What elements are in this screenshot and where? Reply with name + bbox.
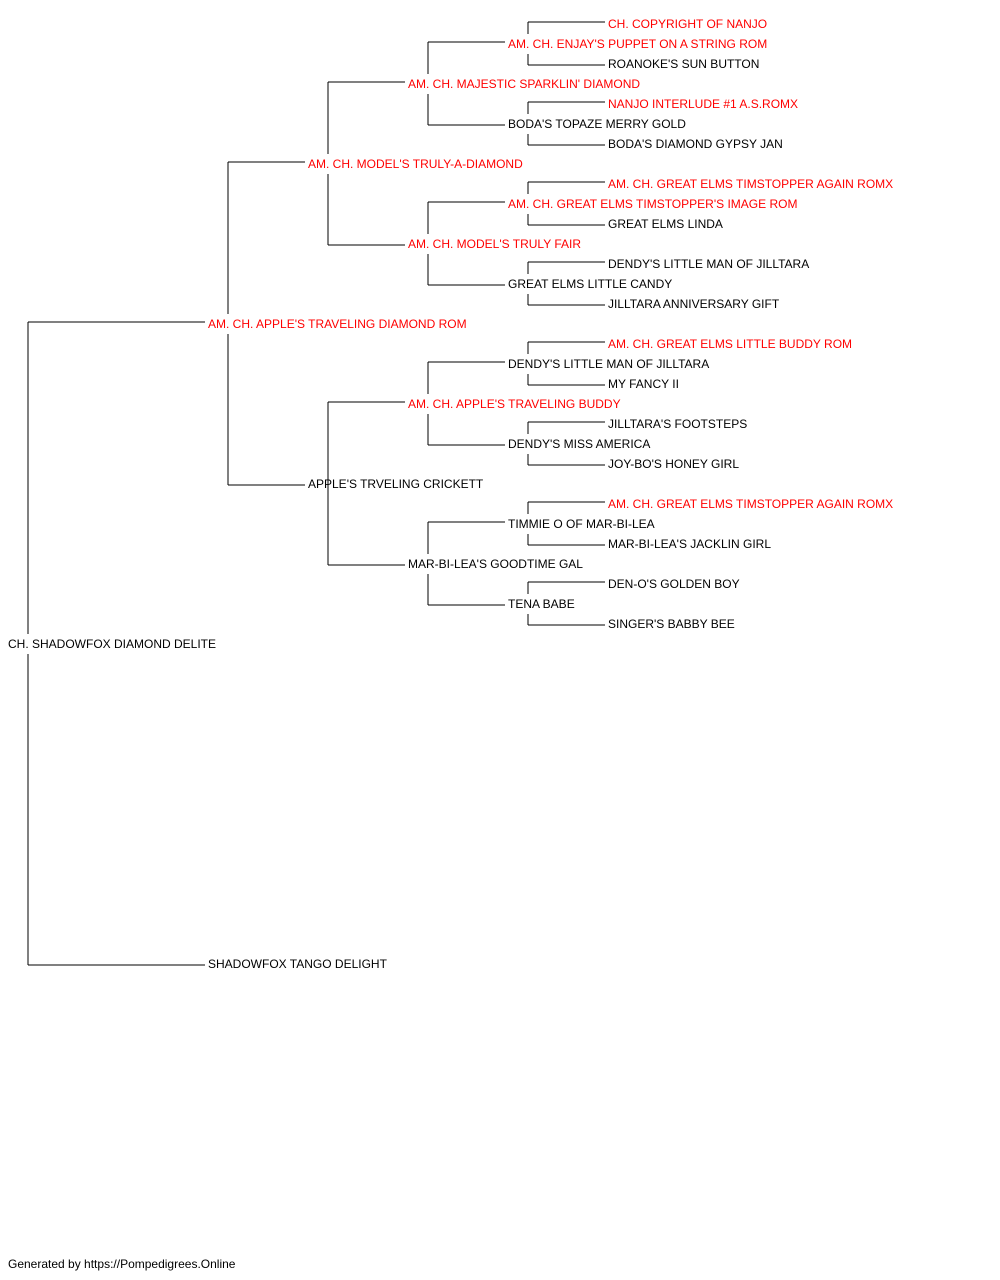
ancestor-name-sdddd[interactable]: SINGER'S BABBY BEE <box>608 617 735 631</box>
ancestor-name-sddd[interactable]: TENA BABE <box>508 597 575 611</box>
sire-sire-name[interactable]: AM. CH. MODEL'S TRULY-A-DIAMOND <box>308 157 523 171</box>
ancestor-name-sdssd[interactable]: MY FANCY II <box>608 377 679 391</box>
ancestor-name-sdds[interactable]: TIMMIE O OF MAR-BI-LEA <box>508 517 655 531</box>
ancestor-name-sssd[interactable]: BODA'S TOPAZE MERRY GOLD <box>508 117 686 131</box>
ancestor-name-ssss[interactable]: AM. CH. ENJAY'S PUPPET ON A STRING ROM <box>508 37 768 51</box>
ancestor-name-sdss[interactable]: DENDY'S LITTLE MAN OF JILLTARA <box>508 357 710 371</box>
ancestor-name-sdsss[interactable]: AM. CH. GREAT ELMS LITTLE BUDDY ROM <box>608 337 853 351</box>
ancestor-name-ssddd[interactable]: JILLTARA ANNIVERSARY GIFT <box>608 297 780 311</box>
ancestor-name-sdsdd[interactable]: JOY-BO'S HONEY GIRL <box>608 457 739 471</box>
ancestor-name-ssdd[interactable]: GREAT ELMS LITTLE CANDY <box>508 277 673 291</box>
ancestor-name-sssss[interactable]: CH. COPYRIGHT OF NANJO <box>608 17 768 31</box>
subject-dog-name[interactable]: CH. SHADOWFOX DIAMOND DELITE <box>8 637 217 651</box>
ancestor-name-ssd[interactable]: AM. CH. MODEL'S TRULY FAIR <box>408 237 581 251</box>
dam-name[interactable]: SHADOWFOX TANGO DELIGHT <box>208 957 387 971</box>
ancestor-name-sdsd[interactable]: DENDY'S MISS AMERICA <box>508 437 651 451</box>
ancestor-name-sss[interactable]: AM. CH. MAJESTIC SPARKLIN' DIAMOND <box>408 77 641 91</box>
ancestor-name-ssssd[interactable]: ROANOKE'S SUN BUTTON <box>608 57 760 71</box>
ancestor-name-ssdds[interactable]: DENDY'S LITTLE MAN OF JILLTARA <box>608 257 810 271</box>
ancestor-name-sssds[interactable]: NANJO INTERLUDE #1 A.S.ROMX <box>608 97 799 111</box>
ancestor-name-ssdss[interactable]: AM. CH. GREAT ELMS TIMSTOPPER AGAIN ROMX <box>608 177 894 191</box>
footer-credit: Generated by https://Pompedigrees.Online <box>8 1257 236 1271</box>
ancestor-name-sds[interactable]: AM. CH. APPLE'S TRAVELING BUDDY <box>408 397 621 411</box>
ancestor-name-sssdd[interactable]: BODA'S DIAMOND GYPSY JAN <box>608 137 783 151</box>
ancestor-name-sdsds[interactable]: JILLTARA'S FOOTSTEPS <box>608 417 748 431</box>
sire-dam-name[interactable]: APPLE'S TRVELING CRICKETT <box>308 477 484 491</box>
sire-name[interactable]: AM. CH. APPLE'S TRAVELING DIAMOND ROM <box>208 317 467 331</box>
ancestor-name-sddss[interactable]: AM. CH. GREAT ELMS TIMSTOPPER AGAIN ROMX <box>608 497 894 511</box>
ancestor-name-ssdsd[interactable]: GREAT ELMS LINDA <box>608 217 723 231</box>
ancestor-name-sdd[interactable]: MAR-BI-LEA'S GOODTIME GAL <box>408 557 583 571</box>
ancestor-name-ssds[interactable]: AM. CH. GREAT ELMS TIMSTOPPER'S IMAGE RO… <box>508 197 798 211</box>
ancestor-name-sddds[interactable]: DEN-O'S GOLDEN BOY <box>608 577 740 591</box>
ancestor-name-sddsd[interactable]: MAR-BI-LEA'S JACKLIN GIRL <box>608 537 771 551</box>
